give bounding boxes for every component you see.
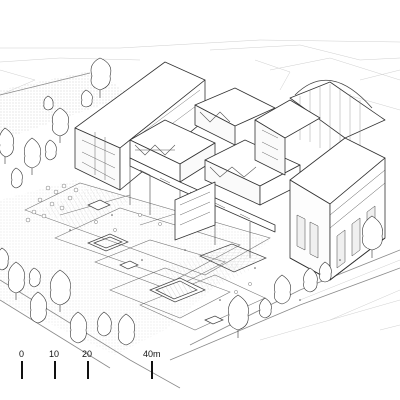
east-hall [289,79,386,281]
tree-icon [11,167,23,189]
tree-icon [8,261,25,300]
inner-east-block [254,99,321,176]
scale-label-10: 10 [49,349,59,359]
small-kiosk [87,199,111,211]
courtyard-grid-square [199,243,267,273]
south-block [174,181,216,241]
tree-icon [274,274,291,305]
tree-icon [81,89,93,108]
courtyard-features [87,199,267,325]
scale-label-40m: 40m [143,349,161,359]
trees [0,57,383,346]
tree-icon [29,267,41,288]
scale-label-0: 0 [19,349,24,359]
tree-icon [97,311,112,337]
tree-icon [50,269,71,312]
central-blocks [129,87,301,206]
tree-icon [45,139,57,161]
tree-icon [362,215,383,258]
tree-icon [30,291,47,324]
tree-icon [24,137,41,175]
tree-icon [319,261,332,283]
tree-icon [303,267,318,293]
scale-bar: 0 10 20 40m [19,349,161,379]
tree-icon [228,294,249,338]
tree-icon [0,127,14,164]
tree-icon [70,311,87,344]
tree-icon [43,95,54,111]
building [74,61,386,281]
tree-icon [0,247,9,271]
tree-icon [259,297,272,319]
people-and-shrubs [69,214,341,301]
sunken-square-west [87,233,129,252]
tree-icon [118,313,135,346]
scale-label-20: 20 [82,349,92,359]
tree-icon [52,107,69,143]
tree-icon [90,57,112,98]
